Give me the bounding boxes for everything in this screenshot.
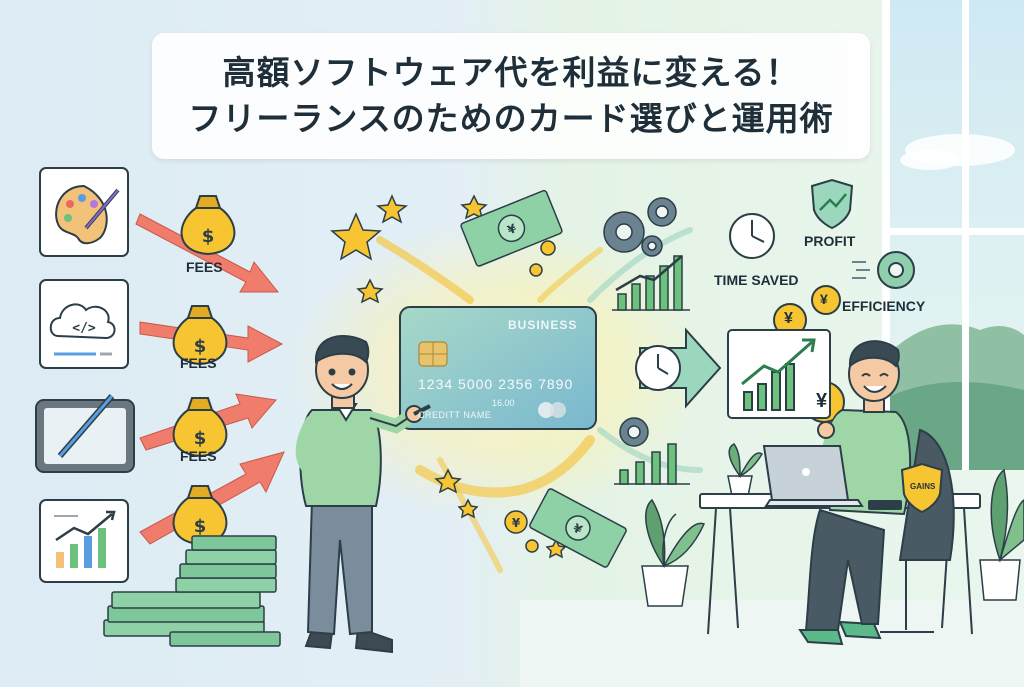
software-box-palette: [39, 167, 129, 257]
money-bag-icon: $: [172, 485, 228, 546]
title-banner: 高額ソフトウェア代を利益に変える！ フリーランスのためのカード選びと運用術: [152, 33, 870, 159]
software-box-cloud: </>: [39, 279, 129, 369]
title-line-2: フリーランスのためのカード選びと運用術: [188, 99, 834, 138]
coin-symbol: ¥: [816, 390, 828, 412]
software-box-chart: [39, 499, 129, 583]
card-holder-name: CREDITT NAME: [418, 410, 492, 420]
profit-label: PROFIT: [804, 233, 856, 249]
window: [882, 0, 1024, 470]
svg-text:$: $: [202, 226, 215, 247]
phone-icon: [868, 500, 902, 510]
svg-text:</>: </>: [72, 321, 96, 336]
time-saved-clock-icon: [729, 213, 775, 259]
software-box-tablet: [35, 394, 135, 473]
title-line-1: 高額ソフトウェア代を利益に変える！: [222, 53, 800, 92]
card-number: 1234 5000 2356 7890: [418, 376, 574, 392]
coin-symbol: ¥: [784, 310, 793, 327]
gains-badge-icon: [900, 462, 944, 514]
desk-plant: [727, 443, 764, 497]
fees-label: FEES: [180, 355, 217, 371]
efficiency-gear-icon: [852, 251, 915, 289]
window-plant: [979, 468, 1024, 601]
gears-bottom: [614, 417, 690, 485]
svg-text:¥: ¥: [512, 516, 521, 530]
time-saved-label: TIME SAVED: [714, 272, 799, 288]
fees-label: FEES: [180, 448, 217, 464]
floor-plant: [641, 498, 706, 607]
floor: [520, 600, 1024, 687]
money-bags: $ $ $ $: [172, 195, 236, 546]
coin-symbol: ¥: [820, 291, 828, 307]
fees-label: FEES: [186, 259, 223, 275]
cloud-code-icon: [49, 303, 116, 340]
svg-text:$: $: [194, 428, 207, 449]
small-coins: ¥: [504, 240, 556, 553]
card-brand: BUSINESS: [508, 318, 578, 332]
money-bag-icon: $: [180, 195, 236, 256]
clock-arrow: [635, 327, 722, 409]
flying-banknotes: ¥ ¥: [460, 189, 627, 568]
growth-chart-board: [727, 329, 831, 419]
money-bag-icon: $: [172, 397, 228, 458]
svg-text:$: $: [194, 516, 207, 537]
gains-badge-label: GAINS: [910, 482, 936, 491]
cash-stacks: [103, 535, 281, 647]
man-pointing: [295, 335, 431, 654]
money-bag-icon: $: [172, 305, 228, 366]
laptop-icon: [762, 445, 864, 507]
gears-top: [603, 197, 677, 257]
bar-chart-top: [612, 255, 690, 311]
svg-text:$: $: [194, 336, 207, 357]
credit-card-art: [399, 306, 597, 430]
efficiency-label: EFFICIENCY: [842, 298, 926, 314]
card-expiry: 16.00: [492, 398, 515, 408]
profit-shield-icon: [810, 178, 854, 230]
growth-chart-icon: [55, 513, 113, 542]
stars: [330, 194, 567, 559]
